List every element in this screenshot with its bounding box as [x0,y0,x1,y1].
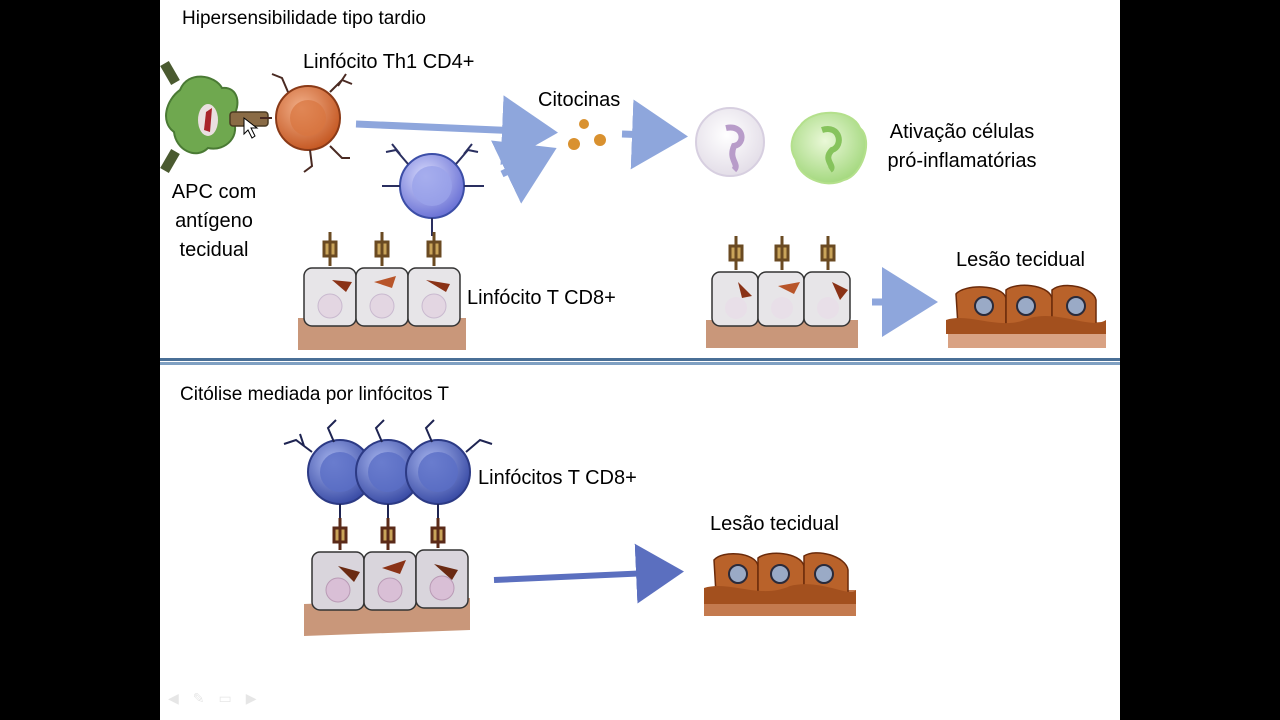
label-apc-line-2: antígeno [175,210,253,232]
label-cd8: Linfócito T CD8+ [467,287,616,309]
label-apc-line-1: APC com [171,181,257,203]
label-citocinas: Citocinas [538,89,621,111]
label-lesao-top: Lesão tecidual [956,249,1085,271]
th1-cell [260,73,353,173]
title-top: Hipersensibilidade tipo tardio [182,8,426,29]
activated-cell [790,111,868,185]
label-apc: APC com antígeno tecidual [166,178,262,265]
label-ativacao-line-1: Ativação células [889,121,1035,143]
section-divider [160,358,1120,361]
label-cd8-plural: Linfócitos T CD8+ [478,467,637,489]
arrow-th1-citocinas [355,95,558,166]
slide-menu-icon[interactable]: ▭ [218,690,232,706]
citocinas-dots [568,119,606,150]
slide-prev-icon[interactable]: ◀ [168,690,179,706]
pale-cell [695,107,765,177]
cd8-cell-bottom-2 [355,419,421,520]
tissue-top-middle [706,236,858,348]
damaged-tissue-top [946,284,1106,348]
tissue-bottom-left [304,518,470,636]
label-ativacao-line-2: pró-inflamatórias [887,150,1037,172]
tissue-top-left [298,232,466,350]
label-ativacao: Ativação células pró-inflamatórias [872,118,1052,176]
apc-cell [160,60,269,174]
cd8-cell-bottom-3 [405,419,493,520]
damaged-tissue-bottom [704,552,856,616]
cd8-cells-bottom [283,419,493,520]
cd8-cell-bottom-1 [283,419,373,520]
slide-pen-icon[interactable]: ✎ [192,690,205,706]
arrow-cd8-citocinas [491,140,557,204]
label-apc-line-3: tecidual [179,239,249,261]
arrow-to-lesion-bottom [493,543,684,604]
title-bottom: Citólise mediada por linfócitos T [180,384,449,405]
arrow-citocinas-ativacao [621,99,688,170]
label-lesao-bottom: Lesão tecidual [710,513,839,535]
slide-controls: ◀ ✎ ▭ ▶ [168,690,257,707]
slide-next-icon[interactable]: ▶ [245,690,257,706]
slide: Hipersensibilidade tipo tardio Linfócito… [160,0,1120,720]
cursor-icon [243,116,259,139]
cd8-cell-top [382,143,484,236]
diagram-canvas [160,60,1120,636]
label-th1: Linfócito Th1 CD4+ [303,51,475,73]
